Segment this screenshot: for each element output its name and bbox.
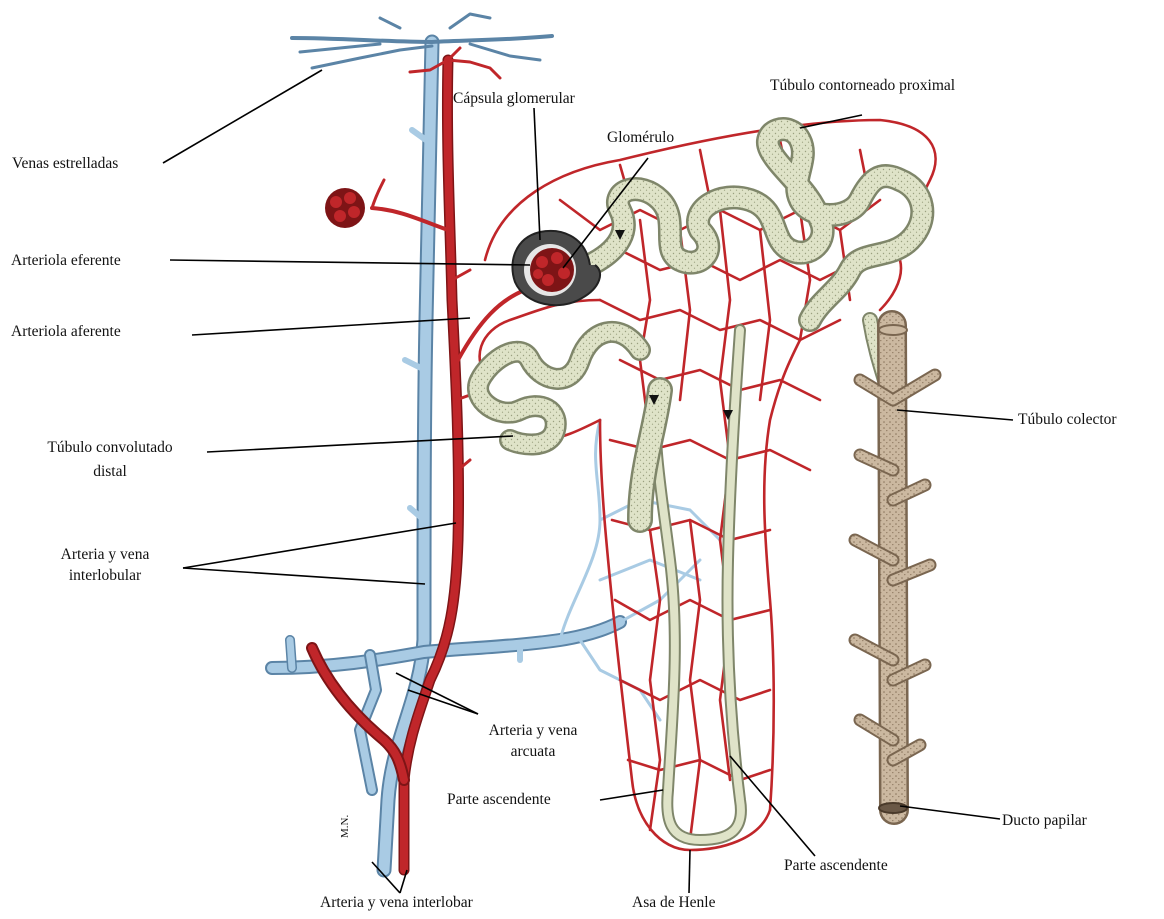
collecting-duct: [855, 325, 935, 813]
label-parte-ascendente-right: Parte ascendente: [784, 856, 888, 875]
label-tubulo-convolutado-distal-2: distal: [20, 462, 200, 481]
artist-signature: M.N.: [336, 815, 355, 838]
small-glomerulus: [325, 188, 365, 228]
label-arteria-vena-interlobular-2: interlobular: [30, 566, 180, 585]
label-arteria-vena-interlobar: Arteria y vena interlobar: [320, 893, 473, 912]
label-tubulo-convolutado-distal-1: Túbulo convolutado: [20, 438, 200, 457]
label-asa-de-henle: Asa de Henle: [632, 893, 716, 912]
label-arteriola-aferente: Arteriola aferente: [11, 322, 121, 341]
label-arteria-vena-arcuata-1: Arteria y vena: [458, 721, 608, 740]
label-capsula-glomerular: Cápsula glomerular: [453, 89, 575, 108]
renal-corpuscle: [512, 231, 600, 305]
label-tubulo-contorneado-proximal: Túbulo contorneado proximal: [770, 76, 955, 95]
label-glomerulo: Glomérulo: [607, 128, 674, 147]
label-parte-ascendente-left: Parte ascendente: [447, 790, 551, 809]
label-arteria-vena-interlobular-1: Arteria y vena: [30, 545, 180, 564]
label-arteriola-eferente: Arteriola eferente: [11, 251, 121, 270]
label-tubulo-colector: Túbulo colector: [1018, 410, 1117, 429]
label-ducto-papilar: Ducto papilar: [1002, 811, 1087, 830]
label-arteria-vena-arcuata-2: arcuata: [458, 742, 608, 761]
label-venas-estrelladas: Venas estrelladas: [12, 154, 118, 173]
